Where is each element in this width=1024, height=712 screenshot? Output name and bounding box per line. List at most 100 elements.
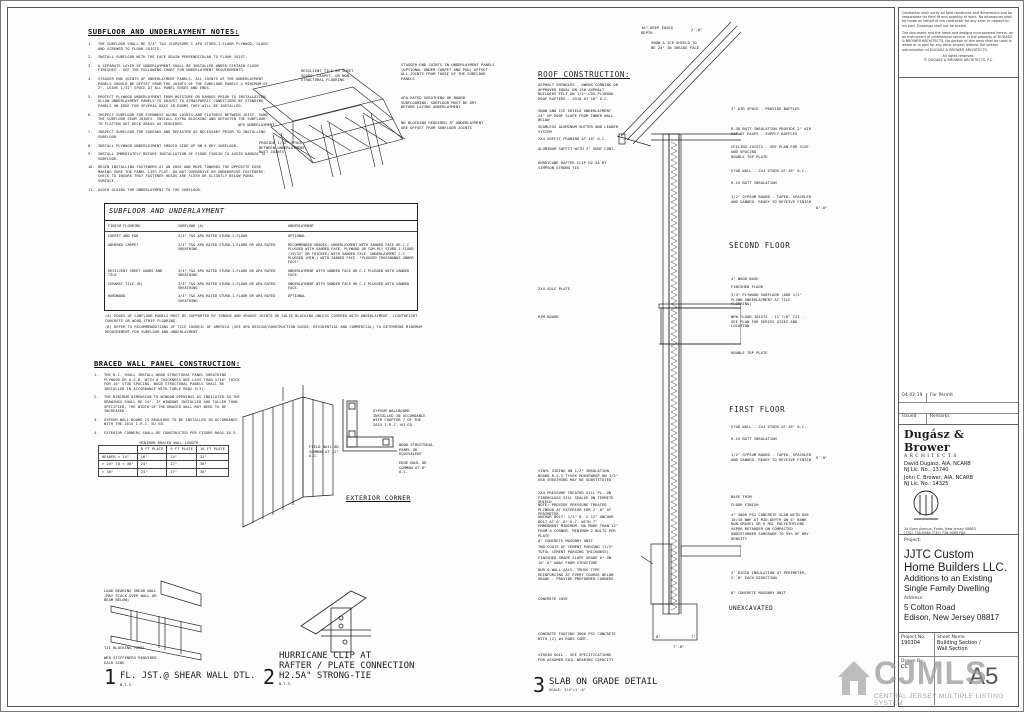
note-item: 10.BEGIN INSTALLING FASTENERS AT AN EDGE… (88, 165, 270, 183)
braced-number: 3. (94, 417, 99, 422)
braced-number: 1. (94, 373, 99, 377)
table-cell: CARPET AND PAD (108, 234, 139, 239)
tb-disclaimer-section: Contractor shall verify all field condit… (899, 8, 1018, 78)
table-cell: 3/4" T&G APA RATED STURD-I-FLOOR OR APA … (178, 242, 276, 252)
roof-top-callout-3: SNOW & ICE SHIELD TO BE 24" IN INSIDE FA… (651, 40, 700, 50)
table-cell: 3/4" T&G APA RATED STURD-I-FLOOR OR APA … (178, 268, 276, 278)
table-title: SUBFLOOR AND UNDERLAYMENT (105, 204, 417, 221)
detail-2-line-1: HURRICANE CLIP AT (279, 651, 372, 661)
tb-project-line-1: JJTC Custom (904, 549, 974, 561)
table-row: CERAMIC TILE (B)3/4" T&G APA RATED STURD… (105, 280, 417, 293)
second-floor-title: SECOND FLOOR (729, 241, 791, 250)
subfloor-notes-title: SUBFLOOR AND UNDERLAYMENT NOTES: (88, 27, 240, 36)
mini-cell: HEADER < 24" (98, 452, 138, 462)
note-text: INSTALL IMMEDIATELY BEFORE INSTALLATION … (98, 152, 266, 161)
note-text: INSTALL SUBFLOOR WITH THE FACE GRAIN PER… (98, 55, 248, 60)
mini-cell: 32" (195, 452, 229, 462)
footing-dim-2: 7" (691, 634, 696, 639)
note-text: AVOID GLUING THE UNDERLAYMENT TO THE SUB… (98, 187, 203, 192)
detail-3-scale: SCALE: 3/4"=1'-0" (549, 688, 586, 692)
subfloor-notes-list: 1.THE SUBFLOOR SHALL BE 3/4" T&G (EXPOSU… (88, 42, 270, 192)
mini-cell: > 24" TO < 30" (98, 460, 138, 469)
detail-1-callout-3: WEB STIFFENERS REQUIRED EACH SIDE (104, 655, 157, 665)
tb-license-1: NJ Lic. No.: 13740 (904, 467, 949, 473)
first-floor-right-callout: R-15 BATT INSULATION (731, 436, 777, 441)
table-cell: OPTIONAL (288, 234, 306, 239)
note-item: 9.INSTALL IMMEDIATELY BEFORE INSTALLATIO… (88, 152, 270, 161)
mini-cell: 24" (136, 460, 168, 469)
watermark: CJMLS CENTRAL JERSEY MULTIPLE LISTING SY… (836, 651, 1024, 712)
tb-firm-logo (913, 490, 939, 520)
tb-rev-date: 04-02-19 (899, 393, 927, 402)
unexcavated-label: UNEXCAVATED (729, 605, 774, 612)
roof-dimension: 8'-0" (816, 205, 828, 210)
tb-firm-sub: ARCHITECTS (904, 454, 959, 459)
tb-address-2: Edison, New Jersey 08817 (904, 613, 1000, 623)
note-number: 3. (88, 63, 93, 68)
roof-left-callout: ALUMINUM SOFFIT WITH 2" VENT CONT. (538, 146, 616, 151)
subfloor-notes: SUBFLOOR AND UNDERLAYMENT NOTES: 1.THE S… (88, 27, 418, 196)
detail-1-callout-1: LOAD BEARING SHEAR WALL (MAY STACK OVER … (104, 588, 157, 603)
corner-callout-a: GYPSUM WALLBOARD INSTALLED IN ACCORDANCE… (373, 408, 426, 428)
drawing-area (7, 7, 895, 707)
note-item: 8.INSTALL PLYWOOD UNDERLAYMENT SMOOTH SI… (88, 144, 270, 149)
note-item: 11.AVOID GLUING THE UNDERLAYMENT TO THE … (88, 188, 270, 193)
note-number: 11. (88, 187, 95, 192)
second-floor-callout: NEW FLOOR JOISTS - 11 7/8" TJI - SEE PLA… (731, 314, 805, 329)
exterior-corner-label: EXTERIOR CORNER (346, 494, 411, 502)
first-floor-right-callout: 4" 3000 PSI CONCRETE SLAB WITH 6X6 10/10… (731, 512, 809, 541)
tb-sheetname-1: Building Section / (937, 640, 981, 646)
tb-rev-desc: For Permit (930, 393, 953, 398)
table-cell: 3/4" T&G APA RATED STURD-I-FLOOR OR APA … (178, 281, 276, 291)
table-cell: RESILIENT SHEET GOODS AND TILE (108, 268, 163, 278)
tb-firm-address: 24 Egan Avenue, Fords, New Jersey 08863 (904, 527, 976, 531)
mini-cell: 24" (166, 452, 197, 462)
braced-wall-list: 1.THE B.C. SHALL INSTALL WOOD STRUCTURAL… (94, 373, 244, 436)
table-cell: 3/4" T&G APA RATED STURD-I-FLOOR (178, 234, 248, 239)
detail-1-callout-2: TJI BLOCKING PANEL (104, 645, 146, 650)
braced-text: EXTERIOR CORNERS SHALL BE CONSTRUCTED PE… (104, 430, 236, 435)
first-floor-right-callout: BASE TRIM (731, 494, 752, 499)
house-logo-icon (838, 661, 870, 695)
detail-1-scale: N.T.S. (120, 683, 133, 687)
table-cell: 3/4" T&G APA RATED STURD-I-FLOOR OR APA … (178, 294, 276, 303)
roof-left-callout: HURRICANE RAFTER CLIP H2.5A BY SIMPSON S… (538, 160, 607, 170)
tb-sheet-number: A5 (969, 663, 999, 690)
tb-drawnby-label: Drawn By (901, 659, 923, 664)
table-cell: OPTIONAL (288, 294, 306, 299)
note-number: 8. (88, 143, 93, 148)
roof-right-callout: DOUBLE TOP PLATE (731, 154, 768, 159)
detail-3-name: SLAB ON GRADE DETAIL (549, 677, 658, 687)
tb-architect-1: David Dugasz, AIA, NCARB (904, 461, 971, 467)
detail-2-drawing (300, 590, 371, 653)
mini-cell: 24" (136, 467, 168, 477)
mini-table-title: MINIMUM BRACED WALL LENGTH (139, 440, 199, 445)
rim-board-label: RIM BOARD (538, 314, 559, 319)
tb-copyright: The document and the ideas and designs i… (902, 30, 1013, 52)
first-floor-right-callout: FLOOR FINISH (731, 502, 759, 507)
subfloor-callout-3: APA UNDERLAYMENT (238, 122, 275, 127)
roof-right-callout: STUD WALL - 2X4 STUDS AT 16" O.C. (731, 168, 807, 173)
detail-1-drawing (110, 580, 202, 661)
roof-left-callout: ROOF RAFTERS - 2X10 AT 16" O.C. (538, 96, 609, 101)
roof-top-callout-1: 16" DEEP EAVES DEPTH (641, 25, 674, 35)
roof-left-callout: SEAMLESS ALUMINUM GUTTER AND LEADER SYST… (538, 124, 619, 134)
note-item: 6.INSPECT SUBFLOOR FOR EVENNESS ALONG JO… (88, 113, 270, 127)
tb-project-line-2: Home Builders LLC. (904, 561, 1007, 574)
roof-top-callout-2: 2'-0" (691, 27, 703, 32)
mini-cell: 27" (166, 467, 197, 477)
note-number: 6. (88, 112, 93, 117)
braced-wall-title: BRACED WALL PANEL CONSTRUCTION: (94, 359, 241, 368)
tb-project-desc-1: Additions to an Existing (904, 573, 993, 583)
note-item: 2.INSTALL SUBFLOOR WITH THE FACE GRAIN P… (88, 55, 270, 60)
detail-2-scale: N.T.S. (279, 682, 292, 686)
table-cell: RECOMMENDED GRADES: UNDERLAYMENT WITH SA… (288, 242, 414, 265)
subfloor-callout-1: RESILIENT TILE OR SHEET GOODS, CARPET, O… (301, 68, 354, 83)
detail-2-line-2: RAFTER / PLATE CONNECTION (279, 661, 415, 671)
roof-left-callout: ASPHALT SHINGLES - OWENS CORNING OR APPR… (538, 82, 619, 97)
note-number: 5. (88, 94, 93, 99)
braced-text: THE MINIMUM DIMENSION TO WINDOW OPENINGS… (104, 395, 240, 414)
first-floor-left-callout: ANCHOR BOLT: 1/2" D. X 12" ANCHOR BOLT A… (538, 514, 619, 538)
first-floor-dimension: 9'-0" (816, 455, 828, 460)
